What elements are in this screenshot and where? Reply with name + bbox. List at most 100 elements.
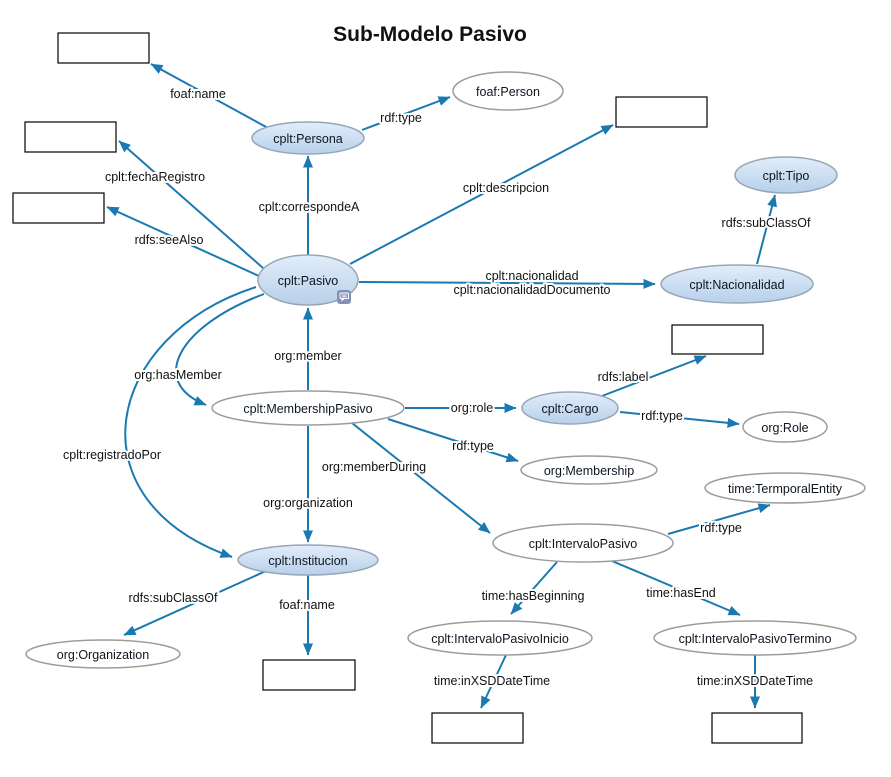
node-cplt-institucion-label: cplt:Institucion [268,554,347,568]
node-cplt-intervalo-pasivo-inicio[interactable]: cplt:IntervaloPasivoInicio [407,620,593,656]
node-cplt-membership-pasivo-label: cplt:MembershipPasivo [243,402,372,416]
node-cplt-intervalo-pasivo-inicio-shape [407,620,593,656]
edge-label-cargo-rdf-type[interactable]: rdf:type [639,407,685,425]
literal-box-termino-datetime[interactable] [711,712,803,744]
edge-label-membership-rdf-type[interactable]: rdf:type [450,437,496,455]
node-org-membership-label: org:Membership [544,464,634,478]
literal-boxes-layer [12,32,803,744]
edge-label-org-member[interactable]: org:member [272,347,343,365]
node-cplt-intervalo-pasivo-inicio-label: cplt:IntervaloPasivoInicio [431,632,569,646]
node-org-organization-shape [25,639,181,669]
edge-label-org-member-during[interactable]: org:memberDuring [320,458,428,476]
node-cplt-persona[interactable]: cplt:Persona [251,121,365,155]
edge-org-has-member[interactable] [175,293,265,406]
literal-box-see-also[interactable] [12,192,105,224]
edge-label-interval-rdf-type[interactable]: rdf:type [698,519,744,537]
edge-time-has-beginning[interactable] [510,561,558,615]
edge-label-org-subclassof[interactable]: rdfs:subClassOf [127,589,220,607]
edge-label-time-has-end[interactable]: time:hasEnd [644,584,718,602]
node-org-role[interactable]: org:Role [742,411,828,443]
edge-label-tipo-subclassof[interactable]: rdfs:subClassOf [720,214,813,232]
edge-label-corresponde-a[interactable]: cplt:correspondeA [257,198,362,216]
edge-label-org-role[interactable]: org:role [449,399,495,417]
node-cplt-pasivo[interactable]: cplt:Pasivo [257,254,359,306]
node-cplt-cargo[interactable]: cplt:Cargo [521,391,619,425]
node-cplt-institucion[interactable]: cplt:Institucion [237,544,379,576]
node-cplt-cargo-shape [521,391,619,425]
edge-label-nacionalidad[interactable]: cplt:nacionalidad [483,267,580,285]
edge-rdfs-see-also[interactable] [106,206,260,277]
node-cplt-cargo-label: cplt:Cargo [542,402,599,416]
edge-label-org-has-member[interactable]: org:hasMember [132,366,224,384]
edge-label-termino-xsd-datetime[interactable]: time:inXSDDateTime [695,672,815,690]
node-org-organization[interactable]: org:Organization [25,639,181,669]
literal-box-fecha-registro[interactable] [24,121,117,153]
edge-fecha-registro[interactable] [118,140,264,269]
edge-labels-layer: foaf:name rdf:type cplt:correspondeA cpl… [61,85,815,690]
edge-label-registrado-por[interactable]: cplt:registradoPor [61,446,163,464]
edge-label-foaf-name-persona[interactable]: foaf:name [168,85,228,103]
node-org-organization-label: org:Organization [57,648,149,662]
edge-interval-rdf-type[interactable] [667,503,771,535]
edge-label-institucion-foaf-name[interactable]: foaf:name [277,596,337,614]
literal-box-descripcion[interactable] [615,96,708,128]
node-cplt-intervalo-pasivo-termino[interactable]: cplt:IntervaloPasivoTermino [653,620,857,656]
edge-org-member-during[interactable] [351,422,491,534]
node-cplt-intervalo-pasivo-termino-label: cplt:IntervaloPasivoTermino [679,632,832,646]
edge-label-rdf-type-persona[interactable]: rdf:type [378,109,424,127]
node-cplt-intervalo-pasivo-shape [492,523,674,563]
edge-cargo-rdf-type[interactable] [619,411,740,428]
node-time-temporal-entity[interactable]: time:TermporalEntity [704,472,866,504]
node-foaf-person-shape [452,71,564,111]
node-cplt-tipo-shape [734,156,838,194]
edge-time-has-end[interactable] [611,560,741,616]
node-org-role-shape [742,411,828,443]
node-cplt-intervalo-pasivo-termino-shape [653,620,857,656]
node-cplt-institucion-shape [237,544,379,576]
edge-registrado-por[interactable] [124,286,257,558]
edges-layer [106,63,777,709]
note-icon[interactable] [337,290,351,304]
node-cplt-pasivo-label: cplt:Pasivo [278,274,338,288]
node-org-membership[interactable]: org:Membership [520,455,658,485]
edge-org-subclassof[interactable] [123,570,267,636]
node-cplt-membership-pasivo-shape [211,390,405,426]
node-cplt-persona-label: cplt:Persona [273,132,343,146]
edge-descripcion[interactable] [349,124,614,265]
node-org-role-label: org:Role [761,421,808,435]
literal-box-inicio-datetime[interactable] [431,712,524,744]
edge-label-rdfs-see-also[interactable]: rdfs:seeAlso [133,231,206,249]
edge-nacionalidad[interactable] [358,278,656,289]
edge-inicio-xsd-datetime[interactable] [480,654,507,709]
edge-tipo-subclassof[interactable] [756,194,777,265]
edge-label-org-organization[interactable]: org:organization [261,494,355,512]
edge-membership-rdf-type[interactable] [387,418,519,463]
edge-label-fecha-registro[interactable]: cplt:fechaRegistro [103,168,207,186]
node-cplt-pasivo-shape [257,254,359,306]
node-foaf-person-label: foaf:Person [476,85,540,99]
node-cplt-persona-shape [251,121,365,155]
edge-label-nacionalidad-documento[interactable]: cplt:nacionalidadDocumento [451,281,612,299]
note-icon-tail [341,299,345,302]
node-org-membership-shape [520,455,658,485]
literal-box-foaf-name-persona[interactable] [57,32,150,64]
node-time-temporal-entity-label: time:TermporalEntity [728,482,843,496]
node-cplt-intervalo-pasivo-label: cplt:IntervaloPasivo [529,537,637,551]
node-cplt-tipo[interactable]: cplt:Tipo [734,156,838,194]
node-foaf-person[interactable]: foaf:Person [452,71,564,111]
edge-persona-foaf-name[interactable] [150,63,269,129]
node-cplt-intervalo-pasivo[interactable]: cplt:IntervaloPasivo [492,523,674,563]
edge-label-time-has-beginning[interactable]: time:hasBeginning [480,587,587,605]
note-icon-bubble [339,292,349,299]
literal-box-institucion-name[interactable] [262,659,356,691]
node-cplt-nacionalidad[interactable]: cplt:Nacionalidad [660,264,814,304]
edge-rdfs-label[interactable] [601,355,707,397]
edge-label-rdfs-label[interactable]: rdfs:label [596,368,651,386]
node-cplt-membership-pasivo[interactable]: cplt:MembershipPasivo [211,390,405,426]
edge-label-descripcion[interactable]: cplt:descripcion [461,179,551,197]
edge-label-inicio-xsd-datetime[interactable]: time:inXSDDateTime [432,672,552,690]
edge-persona-rdf-type[interactable] [361,96,451,131]
literal-box-rdfs-label[interactable] [671,324,764,355]
